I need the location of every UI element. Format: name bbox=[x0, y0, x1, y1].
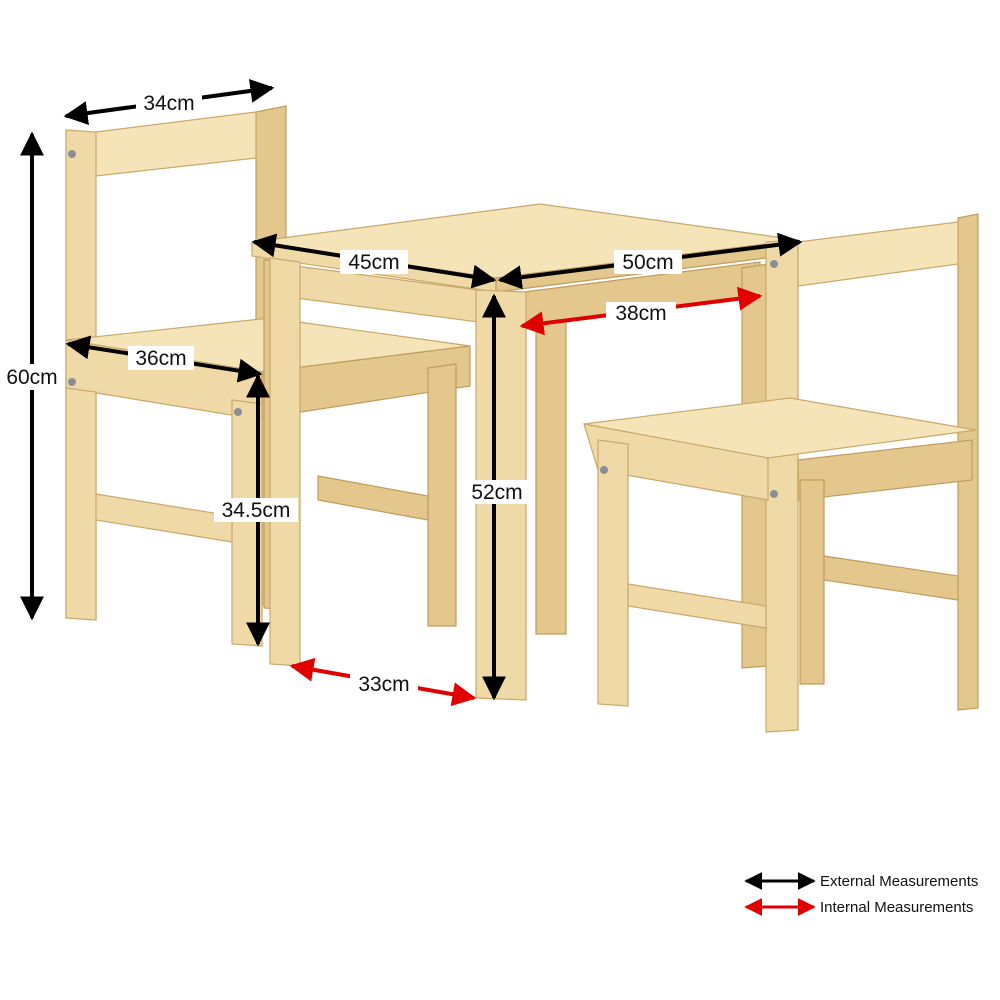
dimension-labels: 34cm 60cm 36cm 34.5cm 45cm 50cm 38cm 52c… bbox=[0, 90, 682, 696]
label-table-width: 50cm bbox=[622, 251, 673, 274]
legend-internal-label: Internal Measurements bbox=[820, 899, 973, 916]
screw-icon bbox=[68, 150, 76, 158]
screw-icon bbox=[770, 490, 778, 498]
label-table-height: 52cm bbox=[471, 481, 522, 504]
screw-icon bbox=[770, 260, 778, 268]
right-chair bbox=[583, 213, 979, 733]
label-seat-height: 34.5cm bbox=[222, 499, 291, 522]
legend: External Measurements Internal Measureme… bbox=[744, 872, 978, 916]
label-table-depth: 45cm bbox=[348, 251, 399, 274]
label-table-inner-depth: 33cm bbox=[358, 673, 409, 696]
legend-external-label: External Measurements bbox=[820, 873, 978, 890]
screw-icon bbox=[234, 408, 242, 416]
screw-icon bbox=[68, 378, 76, 386]
screw-icon bbox=[600, 466, 608, 474]
label-table-inner-width: 38cm bbox=[615, 302, 666, 325]
label-chair-height: 60cm bbox=[6, 366, 57, 389]
label-chair-back-width: 34cm bbox=[143, 92, 194, 115]
label-chair-seat-depth: 36cm bbox=[135, 347, 186, 370]
